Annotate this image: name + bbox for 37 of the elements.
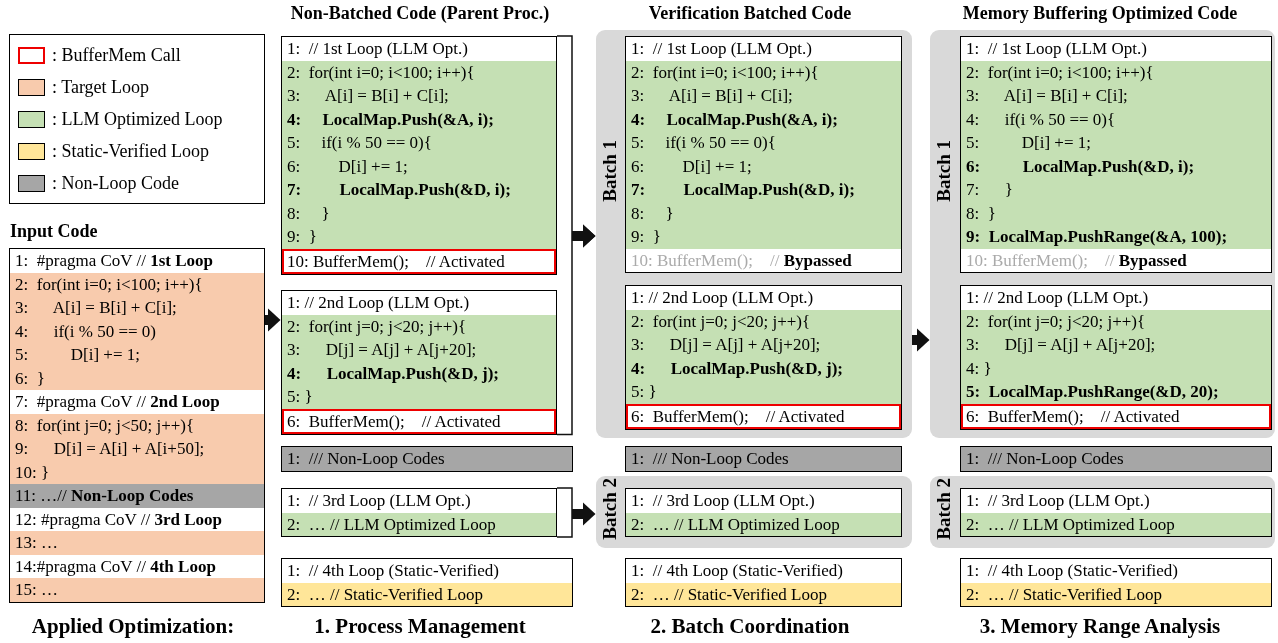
caption-text: Applied Optimization: [31, 614, 235, 639]
batch-label: Batch 2 [599, 478, 621, 540]
legend-label: : LLM Optimized Loop [52, 108, 223, 130]
batch-label: Batch 2 [933, 478, 955, 540]
legend-label: : Target Loop [52, 76, 150, 98]
batch-panel [930, 30, 1275, 438]
arrow [556, 487, 596, 538]
code-block [281, 488, 557, 537]
code-block [960, 558, 1272, 607]
caption-text: 2. Batch Coordination [650, 614, 850, 639]
column-heading: Verification Batched Code [648, 3, 852, 24]
code-block [281, 36, 557, 275]
code-block [281, 558, 573, 607]
batch-panel [930, 476, 1275, 548]
code-block [625, 285, 902, 430]
batch-label: Batch 1 [599, 140, 621, 202]
caption-text: 3. Memory Range Analysis [979, 614, 1221, 639]
arrow [265, 308, 281, 332]
batch-panel [596, 30, 912, 438]
legend-label: : Non-Loop Code [52, 172, 179, 194]
caption-text: 1. Process Management [314, 614, 526, 639]
batch-label: Batch 1 [933, 140, 955, 202]
code-block [960, 488, 1272, 537]
code-block [625, 558, 902, 607]
column-heading: Memory Buffering Optimized Code [962, 3, 1238, 24]
legend-label: : Static-Verified Loop [52, 140, 209, 162]
batch-panel [596, 476, 912, 548]
code-block [960, 36, 1272, 273]
code-block [960, 285, 1272, 430]
code-block [625, 488, 902, 537]
column-heading: Non-Batched Code (Parent Proc.) [290, 3, 550, 24]
arrow [912, 328, 930, 352]
section-heading: Input Code [10, 221, 98, 242]
code-block [625, 36, 902, 273]
arrow [556, 224, 596, 436]
code-block [281, 290, 557, 435]
legend-label: : BufferMem Call [52, 44, 181, 66]
